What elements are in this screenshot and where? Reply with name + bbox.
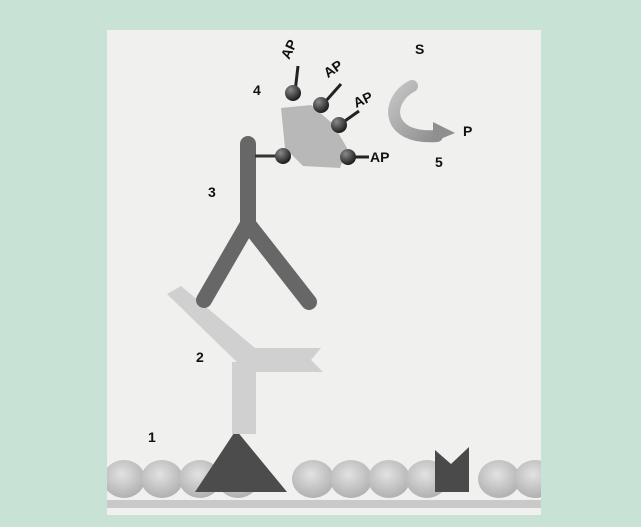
step-2-label: 2	[196, 349, 204, 365]
step-3-label: 3	[208, 184, 216, 200]
ap-sphere	[331, 117, 347, 133]
ap-sphere	[340, 149, 356, 165]
secondary-antibody	[196, 136, 317, 310]
nonspecific-antigen	[435, 447, 469, 492]
primary-antibody	[167, 286, 323, 434]
substrate-label: S	[415, 41, 425, 57]
ap-stalk	[323, 83, 343, 103]
surface-beads	[107, 460, 541, 498]
surface-bead	[368, 460, 410, 498]
elisa-diagram	[107, 65, 541, 508]
surface-bead	[478, 460, 520, 498]
ap-sphere	[313, 97, 329, 113]
surface-bead	[514, 460, 541, 498]
conjugate-link-sphere	[275, 148, 291, 164]
step-5-label: 5	[435, 154, 443, 170]
surface-bead	[292, 460, 334, 498]
secondary-antibody-right-arm	[240, 216, 317, 310]
enzyme-conjugate	[281, 105, 347, 168]
diagram-panel: 1 2 3 4 5 AP AP AP AP S P	[107, 30, 541, 515]
reaction-arc	[388, 80, 443, 143]
ap-sphere	[285, 85, 301, 101]
primary-antibody-stem	[232, 362, 256, 434]
reaction-arrow	[388, 80, 455, 143]
ap-enzymes	[285, 65, 369, 165]
surface-base	[107, 500, 541, 508]
surface-bead	[330, 460, 372, 498]
secondary-antibody-left-arm	[196, 216, 256, 308]
target-antigen	[195, 430, 287, 492]
primary-antibody-right-arm	[233, 348, 323, 372]
reaction-arrowhead	[433, 122, 455, 142]
surface-bead	[107, 460, 145, 498]
step-1-label: 1	[148, 429, 156, 445]
step-4-label: 4	[253, 82, 261, 98]
ap-label: AP	[370, 149, 390, 165]
surface-bead	[141, 460, 183, 498]
primary-antibody-left-arm	[167, 286, 255, 368]
product-label: P	[463, 123, 473, 139]
solid-surface	[107, 460, 541, 508]
